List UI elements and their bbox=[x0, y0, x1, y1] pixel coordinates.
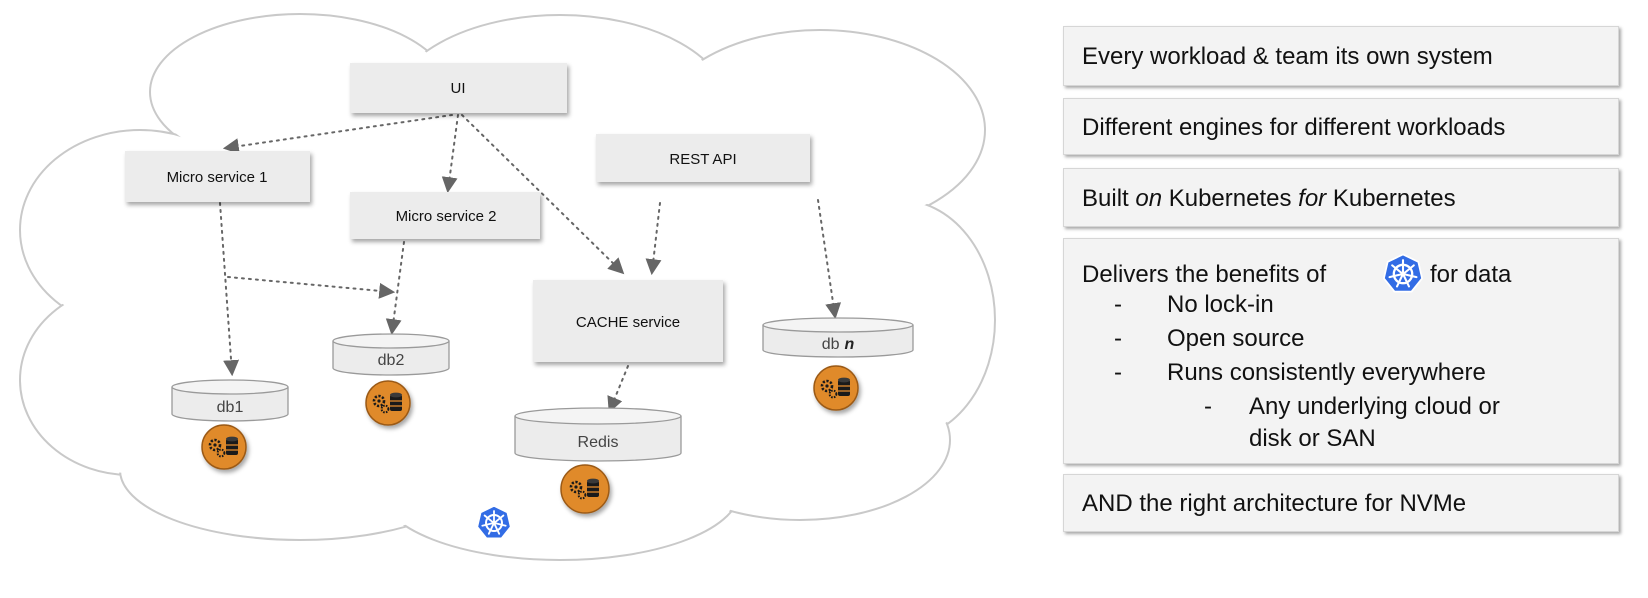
sub-bullet-any-cloud-line2: disk or SAN bbox=[1249, 425, 1376, 452]
redis-label: Redis bbox=[578, 434, 619, 451]
sub-bullet-dash: - bbox=[1204, 393, 1212, 420]
arrow-to-db-n bbox=[817, 199, 842, 320]
bullet-dash: - bbox=[1114, 291, 1122, 318]
card-different-engines-text: Different engines for different workload… bbox=[1082, 114, 1506, 141]
card-built-on-kubernetes-text: Built on Kubernetes for Kubernetes bbox=[1082, 185, 1456, 213]
arrow-micro-service-2-to-db2 bbox=[385, 241, 405, 336]
arrow-micro-service-1-to-db2-branch bbox=[227, 276, 396, 299]
gears-database-icon bbox=[201, 424, 247, 470]
arrow-ui-to-micro-service-1 bbox=[222, 114, 453, 155]
micro-service-2-label: Micro service 2 bbox=[396, 208, 497, 225]
arrow-ui-to-micro-service-2 bbox=[441, 114, 459, 194]
architecture-diagram: UI Micro service 1 Micro service 2 REST … bbox=[19, 13, 996, 561]
built-text-5: Kubernetes bbox=[1326, 185, 1456, 212]
delivers-lead-suffix: for data bbox=[1430, 261, 1512, 288]
delivers-lead-text: Delivers the benefits of bbox=[1082, 261, 1327, 288]
built-text-on: on bbox=[1135, 185, 1163, 212]
arrow-ui-to-cache-service bbox=[461, 114, 625, 275]
gears-database-icon bbox=[560, 464, 610, 514]
built-text-for: for bbox=[1298, 185, 1327, 212]
db-n-label-suffix: n bbox=[845, 336, 855, 353]
bullet-runs-consistently: Runs consistently everywhere bbox=[1167, 359, 1486, 386]
bullet-dash: - bbox=[1114, 359, 1122, 386]
card-every-workload: Every workload & team its own system bbox=[1063, 26, 1619, 86]
db-n-label-prefix: db bbox=[822, 336, 840, 353]
bullet-dash: - bbox=[1114, 325, 1122, 352]
sub-bullet-any-cloud-line1: Any underlying cloud or bbox=[1249, 393, 1500, 420]
card-right-architecture-text: AND the right architecture for NVMe bbox=[1082, 490, 1467, 517]
cache-service-box: CACHE service bbox=[533, 280, 723, 362]
kubernetes-icon bbox=[476, 505, 512, 540]
db1-cylinder: db1 bbox=[171, 379, 289, 422]
rest-api-box: REST API bbox=[596, 134, 810, 182]
rest-api-label: REST API bbox=[669, 151, 736, 168]
db1-label: db1 bbox=[217, 399, 244, 416]
card-every-workload-text: Every workload & team its own system bbox=[1082, 43, 1493, 70]
built-text-1: Built bbox=[1082, 185, 1136, 212]
built-text-3: Kubernetes bbox=[1162, 185, 1299, 212]
arrow-micro-service-1-to-db1 bbox=[219, 202, 240, 377]
card-different-engines: Different engines for different workload… bbox=[1063, 98, 1619, 155]
db2-cylinder: db2 bbox=[332, 333, 450, 376]
card-delivers-benefits: Delivers the benefits of for data - No l… bbox=[1063, 238, 1619, 464]
micro-service-1-label: Micro service 1 bbox=[167, 169, 268, 186]
micro-service-1-box: Micro service 1 bbox=[125, 151, 310, 202]
cache-service-label: CACHE service bbox=[576, 314, 680, 331]
bullet-open-source: Open source bbox=[1167, 325, 1305, 352]
kubernetes-inline-icon bbox=[1382, 253, 1424, 293]
bullet-no-lock-in: No lock-in bbox=[1167, 291, 1274, 318]
arrow-cache-to-redis bbox=[607, 365, 629, 413]
card-built-on-kubernetes: Built on Kubernetes for Kubernetes bbox=[1063, 168, 1619, 227]
arrow-rest-api-to-cache-service bbox=[645, 202, 662, 276]
ui-service-box: UI bbox=[350, 63, 567, 113]
ui-service-label: UI bbox=[451, 80, 466, 97]
micro-service-2-box: Micro service 2 bbox=[350, 192, 540, 239]
db2-label: db2 bbox=[378, 352, 405, 369]
card-right-architecture: AND the right architecture for NVMe bbox=[1063, 474, 1619, 532]
gears-database-icon bbox=[813, 365, 859, 411]
gears-database-icon bbox=[365, 380, 411, 426]
redis-cylinder: Redis bbox=[514, 407, 682, 462]
